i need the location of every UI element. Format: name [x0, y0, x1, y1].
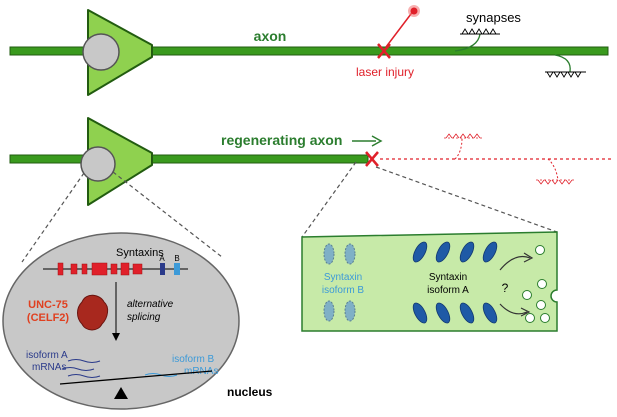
nucleus-zoom-ellipse — [2, 232, 240, 410]
intact-soma — [87, 9, 153, 96]
exon-a-label: A — [159, 254, 165, 263]
synapse-boutons-1 — [461, 28, 497, 35]
nucleus-label: nucleus — [227, 385, 273, 399]
regenerating-axon-label: regenerating axon — [221, 132, 342, 148]
degenerating-boutons-2 — [537, 179, 573, 185]
synapse-branch-2 — [554, 54, 571, 73]
degenerating-branch-2 — [547, 158, 559, 181]
laser-injury-label: laser injury — [356, 65, 414, 79]
celf2-label: (CELF2) — [27, 312, 70, 324]
balance-fulcrum-icon — [114, 387, 128, 399]
zoom-line-nucleus-right — [112, 171, 223, 258]
exon-b — [174, 263, 180, 275]
syntaxin-a-vesicles — [412, 241, 498, 324]
syntaxins-label: Syntaxins — [116, 247, 164, 259]
syntaxin-a-label-1: Syntaxin — [429, 272, 467, 283]
synaptic-vesicles — [522, 245, 550, 323]
axon-tip-zoom: Syntaxin isoform B Syntaxin isoform A ? — [301, 231, 558, 332]
zoom-line-tip-left — [301, 161, 357, 238]
exon-b-label: B — [174, 254, 179, 263]
unc75-label: UNC-75 — [28, 299, 68, 311]
degenerating-branch-1 — [454, 137, 463, 160]
regenerating-neuron: regenerating axon — [9, 117, 612, 206]
intact-neuron: axon laser injury synapses — [9, 5, 609, 96]
syntaxin-b-label-2: isoform B — [322, 285, 365, 296]
laser-beam — [385, 9, 415, 48]
syntaxin-a-label-2: isoform A — [427, 285, 469, 296]
zoom-line-tip-right — [375, 166, 558, 233]
isoform-b-mrna-label-1: isoform B — [172, 354, 215, 365]
regen-nucleus — [80, 146, 116, 182]
balance-beam — [59, 370, 213, 385]
fusion-arrow-lower — [499, 303, 528, 315]
syntaxin-b-vesicles — [323, 243, 356, 322]
question-mark: ? — [502, 281, 509, 295]
regen-axon-shaft — [9, 154, 369, 164]
syntaxin-b-label-1: Syntaxin — [324, 272, 362, 283]
degenerating-boutons-1 — [445, 133, 481, 139]
nucleus-zoom: Syntaxins A B UNC-75 (CELF2) alternative… — [2, 232, 240, 410]
fusion-arrow-lower-head-icon — [520, 307, 531, 317]
laser-spot — [410, 7, 418, 15]
axon-label: axon — [254, 28, 287, 44]
isoform-a-mrnas — [61, 358, 101, 379]
unc75-protein-icon — [77, 294, 109, 331]
synapses-label: synapses — [466, 10, 521, 25]
exon-a — [160, 263, 165, 275]
splicing-arrow-icon — [112, 333, 120, 341]
splicing-label: splicing — [127, 312, 161, 323]
isoform-a-mrna-label-1: isoform A — [26, 350, 68, 361]
synapse-branch-1 — [454, 33, 481, 52]
synapse-boutons-2 — [546, 71, 582, 78]
isoform-a-mrna-label-2: mRNAs — [32, 362, 66, 373]
regeneration-arrow-icon — [371, 135, 383, 147]
injury-cross-icon — [377, 43, 391, 59]
syntaxin-exons — [57, 262, 143, 276]
intact-axon-shaft — [9, 46, 609, 56]
fusion-arrow-upper-head-icon — [523, 252, 534, 263]
fusion-arrow-upper — [499, 255, 531, 271]
regen-injury-cross-icon — [365, 151, 379, 167]
alternative-label: alternative — [127, 299, 174, 310]
intact-nucleus — [82, 33, 120, 71]
